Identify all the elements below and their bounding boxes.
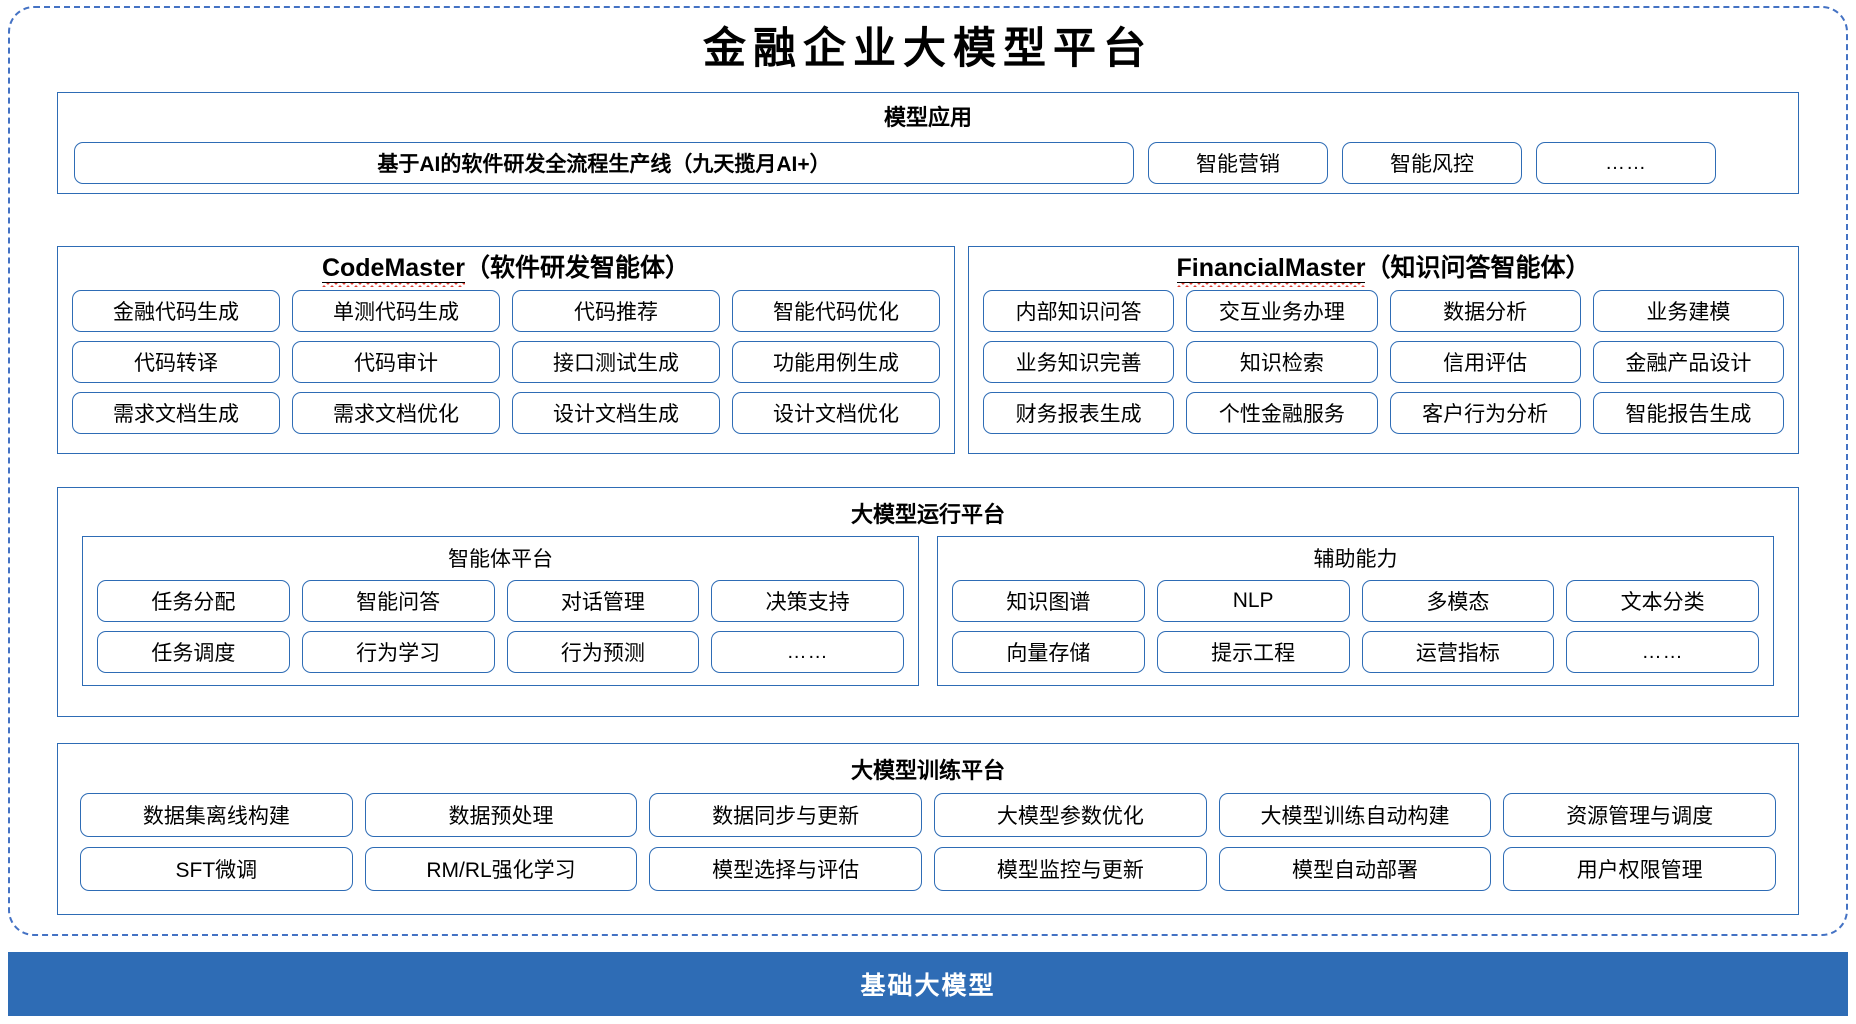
capability-chip[interactable]: 模型监控与更新 — [934, 847, 1207, 891]
capability-chip[interactable]: NLP — [1156, 580, 1350, 622]
capability-chip[interactable]: 模型选择与评估 — [649, 847, 923, 891]
capability-chip[interactable]: 代码审计 — [292, 341, 500, 383]
capability-chip[interactable]: 大模型参数优化 — [934, 793, 1207, 837]
section-title-runtime-platform: 大模型运行平台 — [850, 502, 1005, 527]
capability-chip[interactable]: 财务报表生成 — [983, 392, 1175, 434]
section-model-applications: 模型应用 基于AI的软件研发全流程生产线（九天揽月AI+） 智能营销 智能风控 … — [57, 92, 1799, 194]
capability-chip[interactable]: 设计文档优化 — [732, 392, 940, 434]
capability-chip[interactable]: 资源管理与调度 — [1503, 793, 1777, 837]
capability-row: 向量存储 提示工程 运营指标 …… — [952, 631, 1759, 673]
capability-chip[interactable]: 代码转译 — [72, 341, 280, 383]
capability-chip[interactable]: 数据集离线构建 — [80, 793, 353, 837]
section-training-platform: 大模型训练平台 数据集离线构建 数据预处理 数据同步与更新 大模型参数优化 大模… — [57, 743, 1799, 915]
subsection-title-agent-platform: 智能体平台 — [448, 548, 553, 571]
capability-row: 内部知识问答 交互业务办理 数据分析 业务建模 — [983, 290, 1784, 332]
capability-chip[interactable]: 代码推荐 — [512, 290, 720, 332]
subsection-agent-platform: 智能体平台 任务分配 智能问答 对话管理 决策支持 任务调度 行为学习 行为预测… — [82, 536, 919, 686]
model-applications-row: 基于AI的软件研发全流程生产线（九天揽月AI+） 智能营销 智能风控 …… — [74, 142, 1782, 184]
capability-chip[interactable]: 需求文档生成 — [72, 392, 280, 434]
capability-chip[interactable]: 知识检索 — [1186, 341, 1378, 383]
capability-chip[interactable]: 智能问答 — [301, 580, 495, 622]
capability-row: 知识图谱 NLP 多模态 文本分类 — [952, 580, 1759, 622]
capability-chip[interactable]: 数据同步与更新 — [649, 793, 923, 837]
capability-chip[interactable]: 交互业务办理 — [1186, 290, 1378, 332]
codemaster-name: CodeMaster — [321, 254, 466, 287]
capability-chip[interactable]: 智能报告生成 — [1592, 392, 1784, 434]
page-title: 金融企业大模型平台 — [703, 26, 1153, 73]
capability-chip[interactable]: 文本分类 — [1566, 580, 1759, 622]
capability-row: 数据集离线构建 数据预处理 数据同步与更新 大模型参数优化 大模型训练自动构建 … — [80, 793, 1777, 837]
capability-chip[interactable]: SFT微调 — [80, 847, 353, 891]
section-financialmaster: FinancialMaster（知识问答智能体） 内部知识问答 交互业务办理 数… — [968, 246, 1799, 454]
capability-row: SFT微调 RM/RL强化学习 模型选择与评估 模型监控与更新 模型自动部署 用… — [80, 847, 1777, 891]
capability-chip-more[interactable]: …… — [1566, 631, 1759, 673]
subsection-support-capability: 辅助能力 知识图谱 NLP 多模态 文本分类 向量存储 提示工程 运营指标 …… — [937, 536, 1774, 686]
capability-chip[interactable]: 需求文档优化 — [292, 392, 500, 434]
capability-chip[interactable]: 多模态 — [1361, 580, 1555, 622]
capability-row: 需求文档生成 需求文档优化 设计文档生成 设计文档优化 — [72, 392, 940, 434]
base-model-bar: 基础大模型 — [8, 952, 1848, 1016]
capability-chip[interactable]: 行为学习 — [301, 631, 495, 673]
capability-chip[interactable]: 大模型训练自动构建 — [1218, 793, 1492, 837]
runtime-columns: 智能体平台 任务分配 智能问答 对话管理 决策支持 任务调度 行为学习 行为预测… — [82, 536, 1774, 686]
capability-row: 代码转译 代码审计 接口测试生成 功能用例生成 — [72, 341, 940, 383]
capability-chip[interactable]: 向量存储 — [952, 631, 1145, 673]
app-card-ai-pipeline[interactable]: 基于AI的软件研发全流程生产线（九天揽月AI+） — [74, 142, 1134, 184]
capability-chip[interactable]: 个性金融服务 — [1186, 392, 1378, 434]
section-runtime-platform: 大模型运行平台 智能体平台 任务分配 智能问答 对话管理 决策支持 任务调度 行… — [57, 487, 1799, 717]
capability-chip[interactable]: 对话管理 — [506, 580, 700, 622]
subsection-title-support-capability: 辅助能力 — [1313, 548, 1398, 571]
training-capability-grid: 数据集离线构建 数据预处理 数据同步与更新 大模型参数优化 大模型训练自动构建 … — [80, 793, 1777, 891]
section-codemaster: CodeMaster（软件研发智能体） 金融代码生成 单测代码生成 代码推荐 智… — [57, 246, 955, 454]
capability-chip[interactable]: 行为预测 — [506, 631, 700, 673]
capability-chip[interactable]: 设计文档生成 — [512, 392, 720, 434]
capability-chip[interactable]: 知识图谱 — [952, 580, 1145, 622]
capability-chip[interactable]: 金融代码生成 — [72, 290, 280, 332]
capability-chip[interactable]: 业务建模 — [1592, 290, 1784, 332]
capability-chip[interactable]: 业务知识完善 — [983, 341, 1175, 383]
app-card-smart-risk-control[interactable]: 智能风控 — [1342, 142, 1522, 184]
capability-chip[interactable]: 接口测试生成 — [512, 341, 720, 383]
capability-chip-more[interactable]: …… — [711, 631, 904, 673]
financialmaster-name: FinancialMaster — [1176, 254, 1366, 287]
capability-chip[interactable]: 任务分配 — [97, 580, 290, 622]
section-title-model-applications: 模型应用 — [883, 105, 972, 130]
capability-row: 任务调度 行为学习 行为预测 …… — [97, 631, 904, 673]
capability-chip[interactable]: 数据预处理 — [364, 793, 638, 837]
capability-chip[interactable]: 任务调度 — [97, 631, 290, 673]
section-title-financialmaster: FinancialMaster（知识问答智能体） — [969, 252, 1798, 287]
capability-chip[interactable]: 金融产品设计 — [1592, 341, 1784, 383]
capability-chip[interactable]: 决策支持 — [711, 580, 904, 622]
capability-row: 金融代码生成 单测代码生成 代码推荐 智能代码优化 — [72, 290, 940, 332]
capability-chip[interactable]: 客户行为分析 — [1389, 392, 1581, 434]
capability-row: 业务知识完善 知识检索 信用评估 金融产品设计 — [983, 341, 1784, 383]
capability-row: 任务分配 智能问答 对话管理 决策支持 — [97, 580, 904, 622]
section-title-training-platform: 大模型训练平台 — [850, 758, 1005, 783]
codemaster-capability-grid: 金融代码生成 单测代码生成 代码推荐 智能代码优化 代码转译 代码审计 接口测试… — [72, 290, 940, 434]
capability-chip[interactable]: 运营指标 — [1361, 631, 1555, 673]
capability-chip[interactable]: 模型自动部署 — [1218, 847, 1492, 891]
capability-chip[interactable]: 用户权限管理 — [1503, 847, 1777, 891]
capability-chip[interactable]: 数据分析 — [1389, 290, 1581, 332]
capability-chip[interactable]: 内部知识问答 — [983, 290, 1175, 332]
app-card-more[interactable]: …… — [1536, 142, 1716, 184]
app-card-smart-marketing[interactable]: 智能营销 — [1148, 142, 1328, 184]
capability-chip[interactable]: RM/RL强化学习 — [364, 847, 638, 891]
capability-chip[interactable]: 提示工程 — [1156, 631, 1350, 673]
capability-chip[interactable]: 信用评估 — [1389, 341, 1581, 383]
capability-chip[interactable]: 功能用例生成 — [732, 341, 940, 383]
capability-chip[interactable]: 单测代码生成 — [292, 290, 500, 332]
section-title-codemaster: CodeMaster（软件研发智能体） — [58, 252, 954, 287]
codemaster-suffix: （软件研发智能体） — [465, 254, 691, 282]
capability-chip[interactable]: 智能代码优化 — [732, 290, 940, 332]
financialmaster-suffix: （知识问答智能体） — [1365, 254, 1591, 282]
financialmaster-capability-grid: 内部知识问答 交互业务办理 数据分析 业务建模 业务知识完善 知识检索 信用评估… — [983, 290, 1784, 434]
capability-row: 财务报表生成 个性金融服务 客户行为分析 智能报告生成 — [983, 392, 1784, 434]
